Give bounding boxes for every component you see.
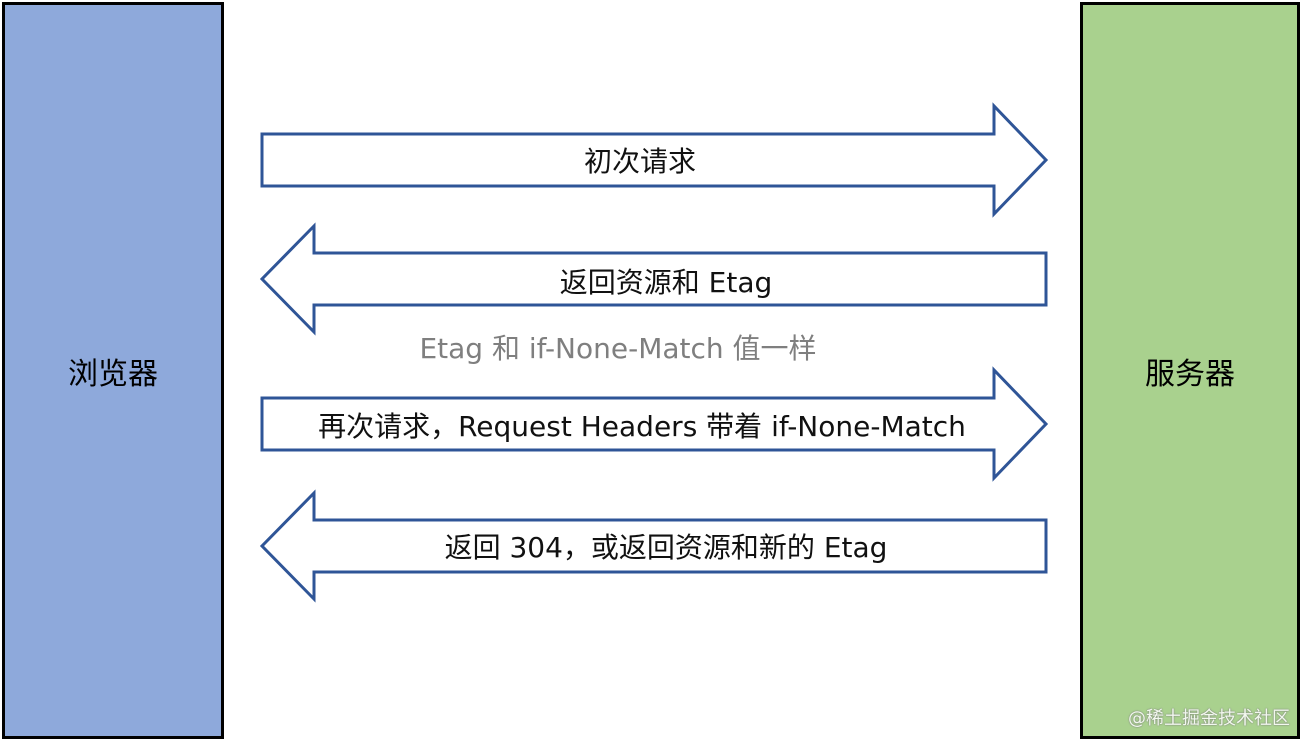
server-label: 服务器 (1145, 356, 1235, 392)
return-resource-arrow (259, 222, 1048, 336)
browser-box: 浏览器 (2, 2, 224, 739)
server-box: 服务器 (1080, 2, 1300, 739)
return-304-arrow (259, 489, 1048, 603)
watermark: @稀土掘金技术社区 (1128, 708, 1290, 729)
repeat-request-arrow (260, 366, 1049, 482)
initial-request-arrow (260, 102, 1049, 218)
browser-label: 浏览器 (68, 356, 158, 392)
return-resource-label: 返回资源和 Etag (559, 266, 773, 299)
repeat-request-label: 再次请求，Request Headers 带着 if-None-Match (318, 410, 966, 443)
etag-match-note: Etag 和 if-None-Match 值一样 (419, 332, 817, 365)
initial-request-label: 初次请求 (583, 145, 697, 178)
return-304-label: 返回 304，或返回资源和新的 Etag (444, 531, 888, 564)
